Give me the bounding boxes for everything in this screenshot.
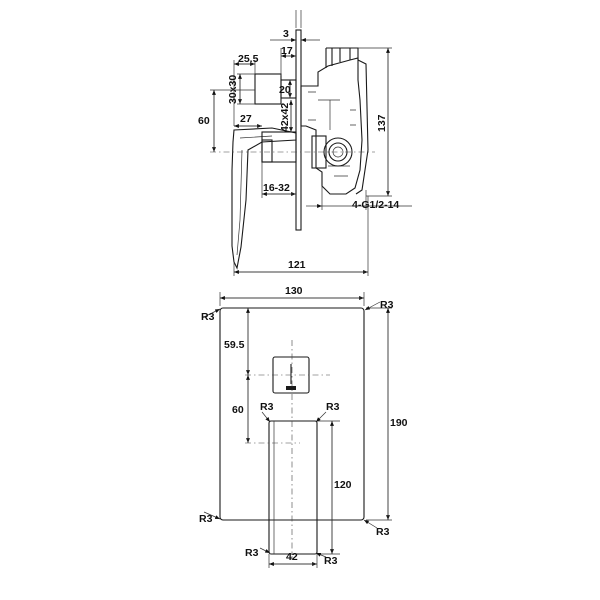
side-handle-lever-inner [236,135,273,256]
front-diverter-mark [286,386,296,390]
side-spindle-box [254,73,282,105]
front-handle [268,420,318,555]
dim-121: 121 [288,259,306,271]
dim-25-5: 25.5 [238,53,259,65]
side-handle-lever [231,127,297,270]
side-outlet-collar [311,135,327,169]
dim-60-side: 60 [198,115,210,127]
side-wall-plate [295,29,302,231]
dim-16-32: 16-32 [263,182,290,194]
front-view: 130 190 59.5 60 120 42 R3 R3 R3 [199,285,408,568]
dim-42x42: 42x42 [279,103,291,132]
dim-60-front: 60 [232,404,244,416]
dim-thread: 4-G1/2-14 [352,199,399,211]
side-view: 3 17 25.5 30x30 20 42x42 60 27 [198,10,412,276]
dim-r3-plate-br: R3 [376,526,390,538]
dim-137: 137 [376,114,388,132]
dim-r3-plate-tr: R3 [380,299,394,311]
side-valve-detail [308,91,356,177]
dim-r3-plate-tl: R3 [201,311,215,323]
dim-r3-handle-bl: R3 [245,547,259,559]
dim-27: 27 [240,113,252,125]
dim-30x30: 30x30 [227,75,239,104]
side-handle-collar [261,139,273,163]
dim-42: 42 [286,551,298,563]
dim-r3-handle-tr: R3 [326,401,340,413]
dim-120: 120 [334,479,352,491]
dim-130: 130 [285,285,303,297]
dim-17: 17 [281,45,293,57]
dim-r3-handle-tl: R3 [260,401,274,413]
side-valve-body [300,57,363,195]
side-valve-right-cap [355,59,369,195]
dim-3: 3 [283,28,289,40]
dim-r3-handle-br: R3 [324,555,338,567]
dim-190: 190 [390,417,408,429]
dim-r3-plate-bl: R3 [199,513,213,525]
dim-59-5: 59.5 [224,339,245,351]
dim-20: 20 [279,84,291,96]
